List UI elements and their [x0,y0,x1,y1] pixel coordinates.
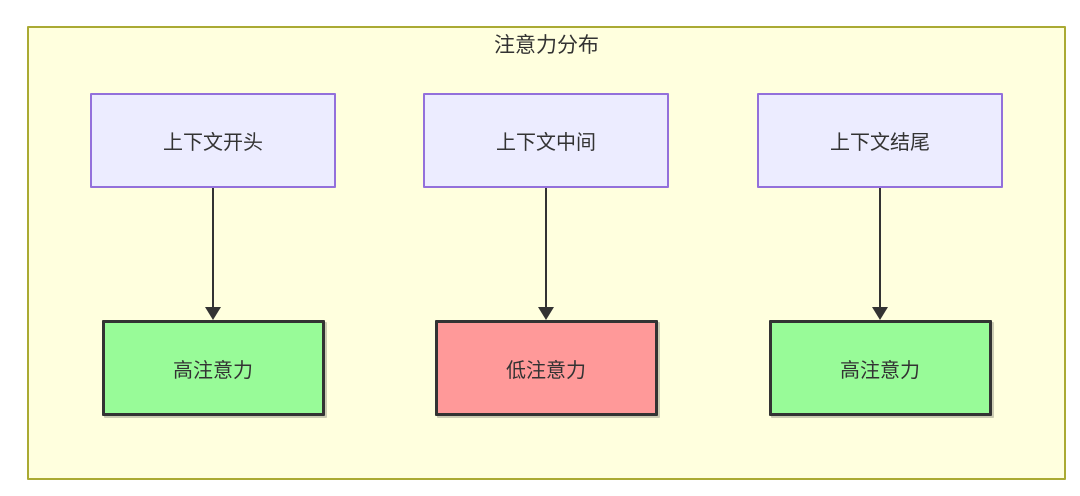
arrow-middle-to-low [538,188,554,320]
column-context-end: 上下文结尾 高注意力 [757,93,1003,416]
node-context-middle: 上下文中间 [423,93,669,188]
node-high-attention-right-label: 高注意力 [840,359,920,382]
node-low-attention: 低注意力 [434,320,658,416]
node-context-end: 上下文结尾 [757,93,1003,188]
diagram-title: 注意力分布 [494,34,599,57]
arrow-line [545,188,547,308]
node-low-attention-label: 低注意力 [506,359,586,382]
arrowhead-down-icon [872,307,888,320]
arrow-line [212,188,214,308]
node-context-start-label: 上下文开头 [163,132,263,154]
node-high-attention-left-label: 高注意力 [173,359,253,382]
node-high-attention-right: 高注意力 [768,320,992,416]
arrow-start-to-high [205,188,221,320]
arrowhead-down-icon [538,307,554,320]
node-context-middle-label: 上下文中间 [496,132,596,154]
attention-distribution-subgraph: 注意力分布 上下文开头 高注意力 上下文中间 低注意力 [27,26,1066,480]
node-high-attention-left: 高注意力 [101,320,325,416]
node-context-end-label: 上下文结尾 [830,132,930,154]
node-context-start: 上下文开头 [90,93,336,188]
arrow-end-to-high [872,188,888,320]
arrowhead-down-icon [205,307,221,320]
column-context-middle: 上下文中间 低注意力 [423,93,669,416]
column-context-start: 上下文开头 高注意力 [90,93,336,416]
arrow-line [879,188,881,308]
